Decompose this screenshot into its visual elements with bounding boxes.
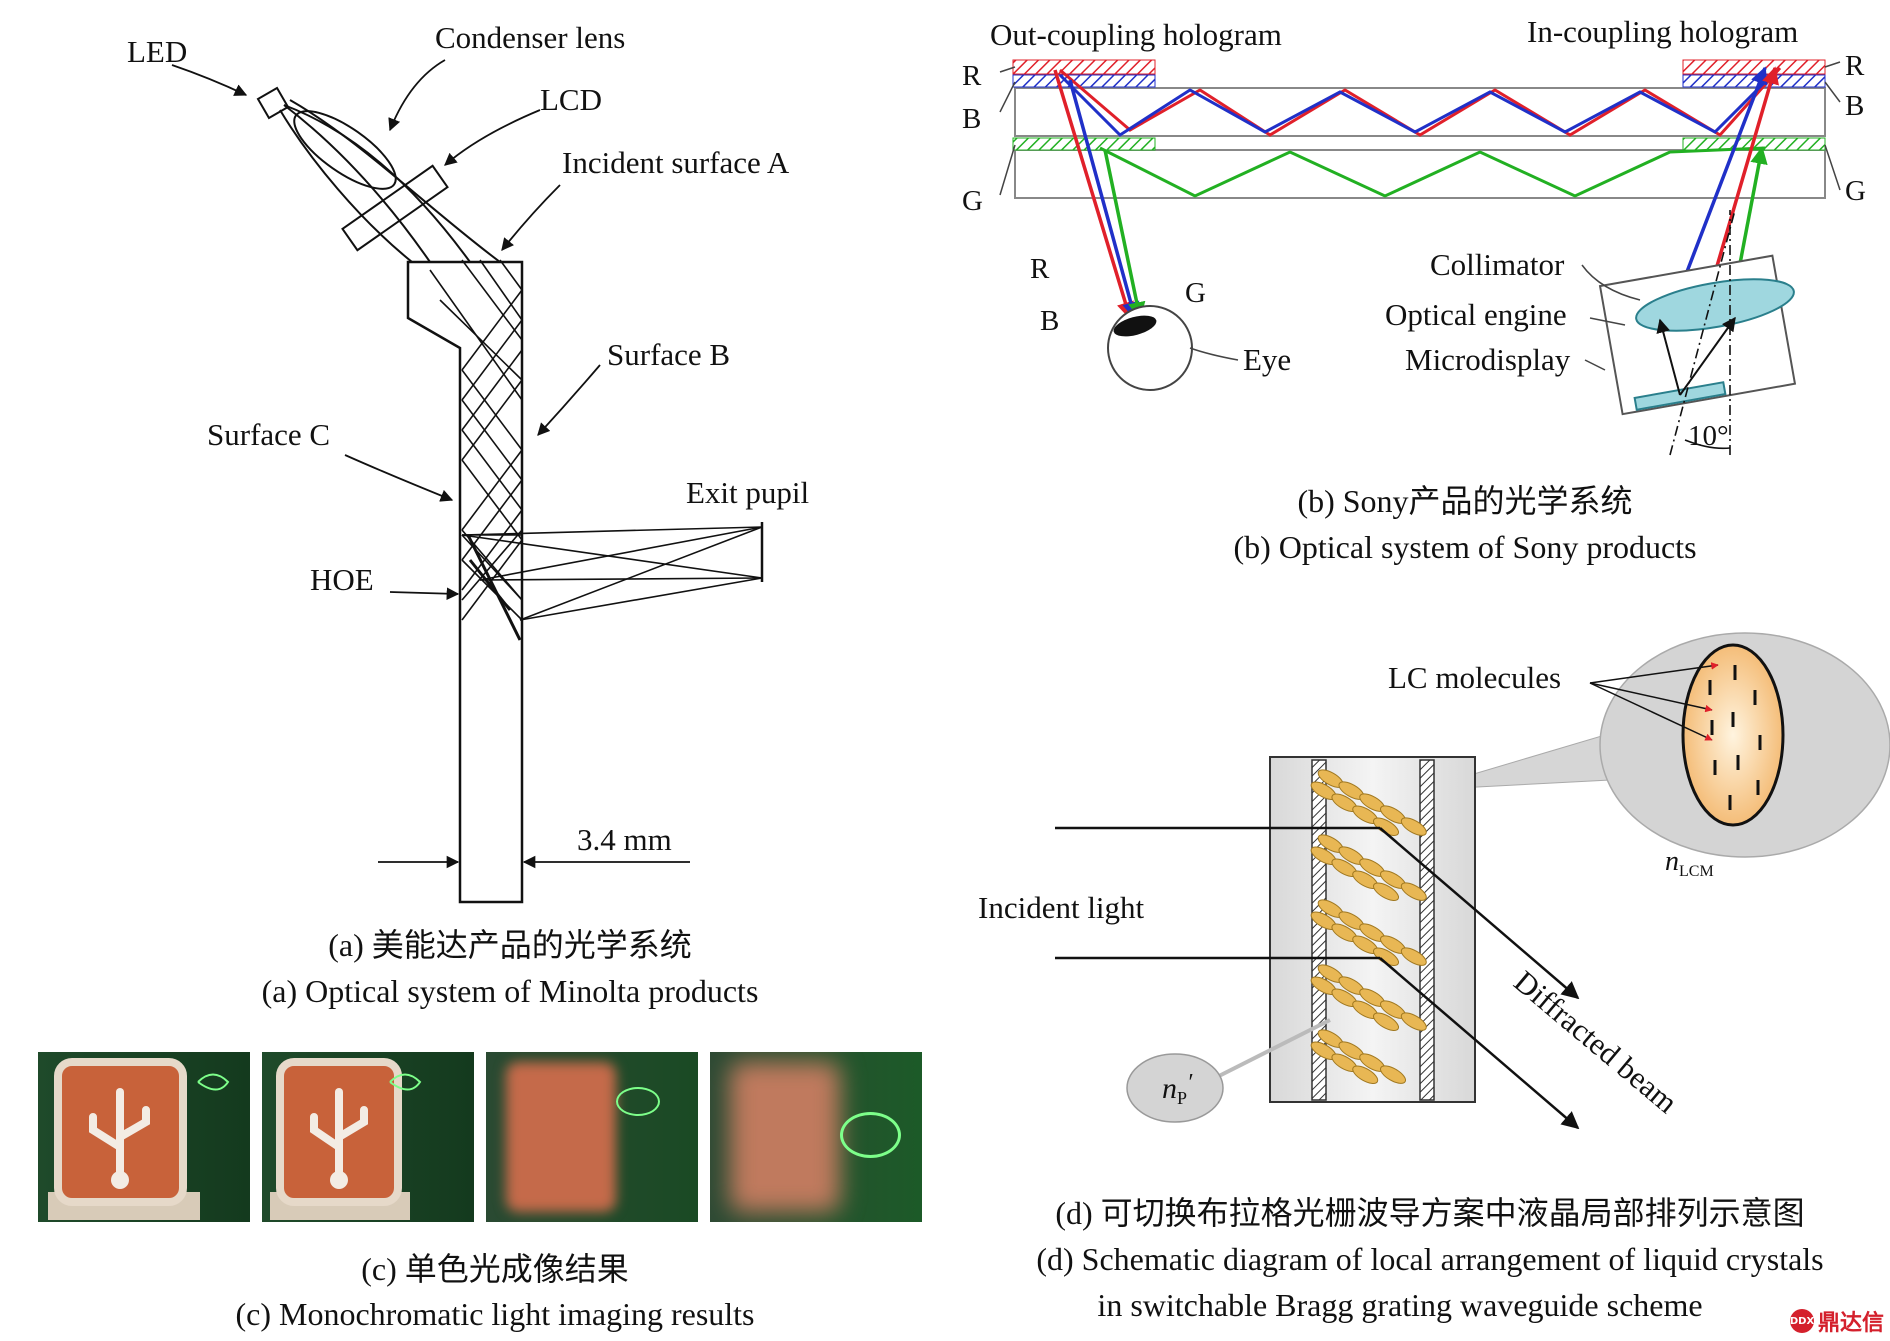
collimator-lens-icon (1635, 278, 1795, 332)
label-exit-pupil: Exit pupil (686, 475, 809, 510)
caption-c-en: (c) Monochromatic light imaging results (235, 1296, 755, 1332)
label-out-coupling: Out-coupling hologram (990, 17, 1282, 52)
label-dimension: 3.4 mm (577, 822, 672, 857)
photo-3 (486, 1052, 698, 1222)
label-b-left: B (962, 103, 981, 135)
label-lc-molecules: LC molecules (1388, 660, 1561, 695)
minolta-ray-bundle (429, 259, 523, 641)
green-zigzag (1099, 146, 1766, 198)
caption-a-en: (a) Optical system of Minolta products (261, 973, 759, 1009)
caption-b-cn: (b) Sony产品的光学系统 (1297, 483, 1633, 519)
label-nlcm: nLCM (1665, 846, 1714, 880)
hologram-teapot-3 (616, 1087, 660, 1116)
label-incident-light: Incident light (978, 890, 1145, 925)
photo-1 (38, 1052, 250, 1222)
label-b-right: B (1845, 90, 1864, 122)
red-beam-to-eye (1053, 69, 1134, 320)
label-r-right: R (1845, 50, 1865, 82)
lc-layers (1310, 769, 1427, 1085)
hologram-out-green (1012, 137, 1156, 151)
hologram-teapot-4 (840, 1112, 901, 1158)
caption-a-cn: (a) 美能达产品的光学系统 (328, 927, 692, 963)
cell-wall-right (1419, 759, 1435, 1101)
red-beam-from-engine (1708, 66, 1779, 291)
caption-b-en: (b) Optical system of Sony products (1233, 529, 1697, 565)
lc-molecule-dashes (1708, 665, 1762, 810)
label-surface-c: Surface C (207, 417, 330, 452)
blue-beam-to-eye (1068, 79, 1140, 320)
label-angle: 10° (1688, 420, 1729, 452)
caption-d-cn: (d) 可切换布拉格光栅波导方案中液晶局部排列示意图 (1055, 1195, 1805, 1231)
np-pointer (1214, 1018, 1331, 1080)
label-lcd: LCD (540, 82, 602, 117)
label-eye: Eye (1243, 342, 1291, 377)
incident-beams (1055, 826, 1380, 960)
label-hoe: HOE (310, 562, 374, 597)
panel-a-minolta: LED Condenser lens LCD Incident surface … (127, 20, 809, 904)
caption-d-en-1: (d) Schematic diagram of local arrangeme… (1036, 1241, 1824, 1277)
label-led: LED (127, 34, 187, 69)
label-optical-engine: Optical engine (1385, 297, 1567, 332)
photo-4 (710, 1052, 922, 1222)
watermark-logo: DDX 鼎达信 (1790, 1305, 1886, 1337)
label-incident-surface-a: Incident surface A (562, 145, 790, 180)
lc-molecule-ellipse (1681, 643, 1785, 827)
watermark-mark-icon: DDX (1790, 1309, 1814, 1333)
hologram-in-blue (1682, 74, 1826, 88)
label-in-coupling: In-coupling hologram (1527, 14, 1798, 49)
caption-c-cn: (c) 单色光成像结果 (361, 1251, 629, 1287)
label-surface-b: Surface B (607, 337, 730, 372)
label-beam-r: R (1030, 253, 1050, 285)
minolta-prism (406, 260, 524, 904)
condenser-lens-icon (293, 110, 397, 190)
label-beam-g: G (1185, 277, 1206, 309)
usb-tile-sharp (48, 1058, 230, 1220)
label-condenser-lens: Condenser lens (435, 20, 625, 55)
minolta-exit-rays (461, 522, 764, 621)
sony-leaders (999, 61, 1841, 371)
hologram-in-red (1682, 59, 1826, 75)
label-beam-b: B (1040, 305, 1059, 337)
usb-tile-slightly-blurred (270, 1058, 422, 1220)
lc-molecules-pointers (1589, 662, 1719, 741)
optical-engine (1598, 209, 1797, 456)
eye-icon (1107, 305, 1193, 391)
minolta-source-optics (256, 86, 501, 263)
red-zigzag (1059, 66, 1782, 137)
label-collimator: Collimator (1430, 247, 1565, 282)
label-microdisplay: Microdisplay (1405, 342, 1571, 377)
panel-d-bragg-grating: nP′ nLCM LC molecules Incident light Dif… (978, 632, 1890, 1130)
panel-b-sony: Out-coupling hologram In-coupling hologr… (962, 14, 1866, 456)
label-g-left: G (962, 185, 983, 217)
caption-d-en-2: in switchable Bragg grating waveguide sc… (1097, 1287, 1703, 1323)
hologram-out-blue (1012, 74, 1156, 88)
label-np: nP′ (1162, 1070, 1193, 1108)
minolta-callouts (171, 59, 601, 600)
diffracted-beams (1379, 827, 1580, 1130)
label-g-right: G (1845, 175, 1866, 207)
label-r-left: R (962, 60, 982, 92)
blue-beam-from-engine (1678, 66, 1768, 291)
led-icon (256, 86, 290, 120)
np-bubble (1126, 1053, 1224, 1123)
watermark-text: 鼎达信 (1818, 1311, 1885, 1336)
blurred-usb-tile-3 (506, 1062, 616, 1212)
photo-2 (262, 1052, 474, 1222)
lcd-panel-icon (341, 164, 449, 252)
blue-zigzag (1058, 70, 1777, 137)
green-beam-to-eye (1103, 149, 1146, 320)
waveguide-plate-g (1014, 149, 1826, 199)
label-diffracted-beam: Diffracted beam (1508, 964, 1685, 1120)
blurred-usb-tile-4 (730, 1062, 840, 1212)
hologram-out-red (1012, 59, 1156, 75)
